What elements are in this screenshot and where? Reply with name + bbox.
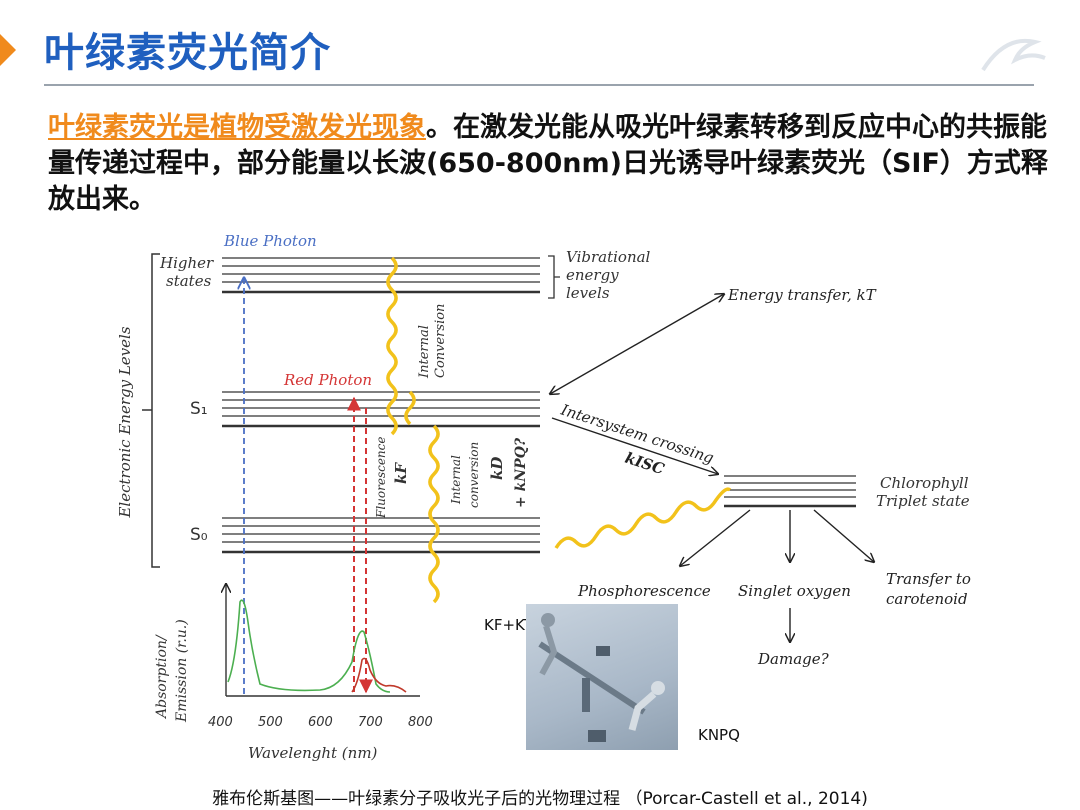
carotenoid-arrow (813, 509, 874, 562)
spectrum-ylabel-1: Absorption/ (154, 634, 170, 720)
blue-photon-label: Blue Photon (223, 232, 317, 250)
x-tick-500: 500 (258, 715, 283, 730)
energy-transfer-arrow (550, 294, 724, 394)
phosphorescence-label: Phosphorescence (577, 582, 711, 600)
internal-conversion-label-2: Conversion (433, 304, 448, 378)
x-tick-700: 700 (358, 715, 383, 730)
figure-caption: 雅布伦斯基图——叶绿素分子吸收光子后的光物理过程 （Porcar-Castell… (212, 789, 868, 809)
fluorescence-label: Fluorescence (374, 437, 388, 520)
s0-label: S₀ (190, 525, 208, 545)
energy-axis-label: Electronic Energy Levels (116, 326, 134, 518)
vibrational-label-2: energy (566, 266, 619, 284)
vibrational-label-1: Vibrational (566, 248, 651, 266)
damage-label: Damage? (757, 650, 830, 668)
title-divider (44, 84, 1034, 86)
seesaw-figures-icon (538, 613, 665, 742)
x-tick-400: 400 (208, 715, 233, 730)
s1-levels (222, 391, 540, 428)
kf-label: kF (392, 462, 410, 484)
kd-label: kD (488, 457, 506, 480)
red-photon-label: Red Photon (283, 371, 372, 389)
x-tick-800: 800 (408, 715, 433, 730)
absorption-curve (227, 599, 391, 693)
energy-axis-bracket (151, 253, 160, 568)
energy-transfer-label: Energy transfer, kT (727, 286, 877, 304)
internal-conversion-label-1: Internal (417, 325, 432, 379)
states-label: states (166, 272, 212, 290)
s1-label: S₁ (190, 399, 208, 419)
s0-levels (222, 517, 540, 554)
kisc-label: kISC (623, 449, 667, 479)
triplet-return-wave (554, 487, 732, 549)
emission-curve (351, 657, 407, 693)
higher-states-levels (222, 257, 540, 294)
knpq-photo-label: KNPQ (698, 726, 740, 744)
title-arrow-icon (0, 34, 16, 66)
carotenoid-label-2: carotenoid (886, 590, 968, 608)
seesaw-illustration (526, 604, 678, 750)
title-bar: 叶绿素荧光简介 (0, 0, 1080, 88)
internal-conversion-wave-upper (386, 256, 398, 436)
intersystem-crossing-arrow (551, 417, 718, 474)
phosphorescence-arrow (680, 509, 751, 566)
spectrum-x-ticks: 400 500 600 700 800 (208, 715, 433, 730)
logo-watermark-icon (981, 38, 1046, 72)
intro-paragraph: 叶绿素荧光是植物受激发光现象。在激发光能从吸光叶绿素转移到反应中心的共振能量传递… (48, 110, 1048, 218)
jablonski-diagram: Electronic Energy Levels Vibrational ene… (116, 232, 971, 762)
spectrum-ylabel-2: Emission (r.u.) (174, 619, 190, 723)
triplet-label-1: Chlorophyll (880, 474, 969, 492)
internal-conversion-lower-label-1: Internal (449, 455, 463, 505)
intro-highlight: 叶绿素荧光是植物受激发光现象 (48, 112, 426, 143)
carotenoid-label-1: Transfer to (886, 570, 971, 588)
internal-conversion-wave-upper-tail (404, 390, 416, 426)
page-title: 叶绿素荧光简介 (44, 30, 331, 76)
vibrational-brace (548, 255, 560, 299)
x-tick-600: 600 (308, 715, 333, 730)
kf-kt-label: KF+KT (484, 616, 534, 634)
higher-label: Higher (159, 254, 214, 272)
triplet-state-levels (724, 475, 856, 508)
spectrum-x-label: Wavelenght (nm) (248, 744, 378, 762)
intro-rest: 。在激发光能从吸光叶绿素转移到反应中心的共振能量传递过程中，部分能量以长波(65… (48, 112, 1048, 215)
internal-conversion-wave-lower (428, 424, 440, 604)
knpq-label: + kNPQ? (513, 437, 529, 508)
triplet-label-2: Triplet state (876, 492, 970, 510)
internal-conversion-lower-label-2: conversion (467, 442, 481, 508)
vibrational-label-3: levels (566, 284, 610, 302)
singlet-oxygen-label: Singlet oxygen (738, 582, 851, 600)
